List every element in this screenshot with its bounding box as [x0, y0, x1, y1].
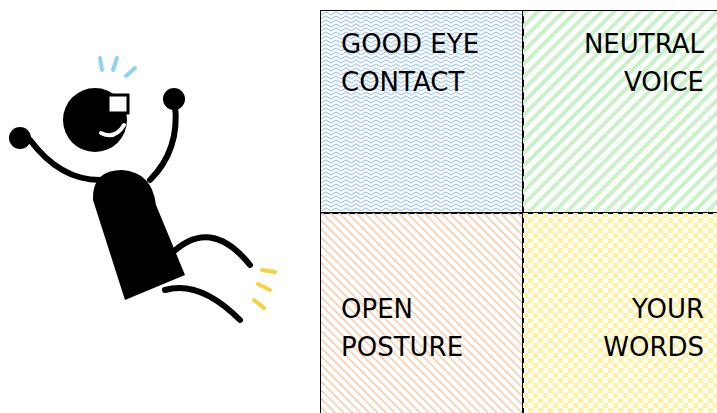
jumping-figure [0, 0, 300, 413]
quadrant-label: NEUTRAL VOICE [544, 25, 704, 101]
quadrant-label: OPEN POSTURE [341, 290, 501, 366]
quadrant-box: YOUR WORDS [522, 212, 717, 413]
quadrant-label: YOUR WORDS [544, 290, 704, 366]
quadrant-box: NEUTRAL VOICE [522, 10, 717, 214]
quadrant-label: GOOD EYE CONTACT [341, 25, 501, 101]
quadrant-box: GOOD EYE CONTACT [320, 10, 524, 214]
quadrant-box: OPEN POSTURE [320, 212, 524, 413]
